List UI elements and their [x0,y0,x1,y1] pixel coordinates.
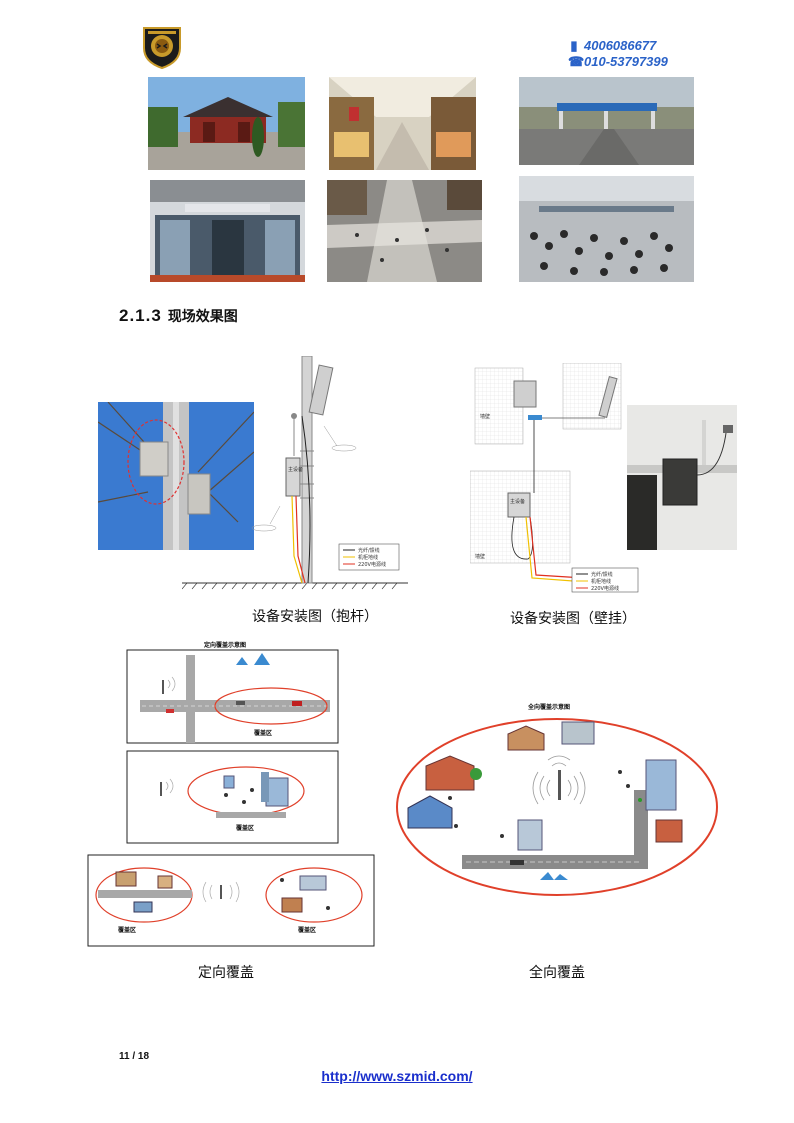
svg-text:全向覆盖示意图: 全向覆盖示意图 [527,703,570,711]
photo-crowd-checkpoint [519,176,694,282]
svg-text:覆盖区: 覆盖区 [235,824,254,832]
svg-text:220V电源线: 220V电源线 [591,585,619,592]
caption-directional-coverage: 定向覆盖 [198,965,254,981]
svg-text:定向覆盖示意图: 定向覆盖示意图 [203,641,246,649]
diagram-directional-coverage: 定向覆盖示意图 覆盖区 覆盖区 [86,640,378,950]
telephone-number: ☎010-53797399 [568,54,668,69]
photo-station-entrance [150,180,305,282]
photo-toll-station [519,77,694,165]
svg-text:覆盖区: 覆盖区 [253,729,272,737]
diagram-wall-mount: 墙壁 墙壁 主设备 光纤/馈线 机柜地线 220V电源线 [469,362,640,595]
page-number: 11 / 18 [119,1051,150,1062]
company-logo [138,22,186,70]
mobile-phone-icon: ▮ [570,38,578,53]
photo-street-crossing [327,180,482,282]
photo-temple [148,77,305,170]
svg-text:220V电源线: 220V电源线 [358,561,386,568]
svg-text:覆盖区: 覆盖区 [297,926,316,934]
caption-omni-coverage: 全向覆盖 [529,965,585,981]
photo-pole-installation [98,402,254,550]
svg-text:墙壁: 墙壁 [475,553,485,560]
caption-pole-mount: 设备安装图（抱杆） [252,609,378,625]
svg-text:主设备: 主设备 [510,498,525,505]
svg-text:主设备: 主设备 [288,466,303,473]
svg-text:机柜地线: 机柜地线 [591,578,611,585]
svg-text:覆盖区: 覆盖区 [117,926,136,934]
hotline-number: ▮4006086677 [568,38,656,54]
caption-wall-mount: 设备安装图（壁挂） [510,611,636,627]
website-link[interactable]: http://www.szmid.com/ [321,1068,473,1084]
photo-wall-installation [627,405,737,550]
photo-shopping-mall [329,77,476,170]
svg-text:墙壁: 墙壁 [480,413,490,420]
svg-text:光纤/馈线: 光纤/馈线 [591,571,613,578]
telephone-icon: ☎ [568,54,585,69]
diagram-pole-mount: 主设备 光纤/馈线 机柜地线 220V电源线 [181,355,408,590]
svg-text:光纤/馈线: 光纤/馈线 [358,547,380,554]
diagram-omni-coverage: 全向覆盖示意图 [390,700,724,900]
svg-text:机柜地线: 机柜地线 [358,554,378,561]
